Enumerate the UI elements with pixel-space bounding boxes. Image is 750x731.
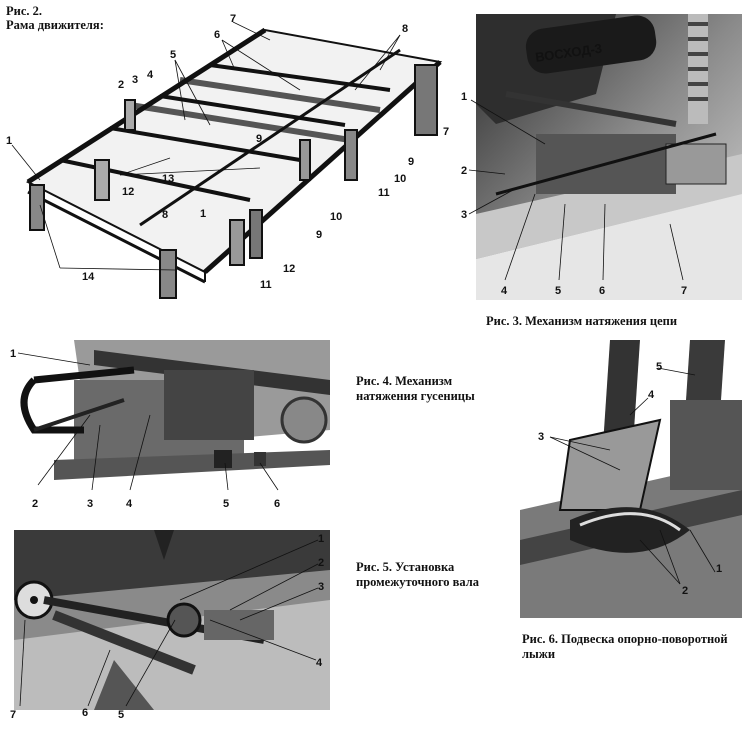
fig4-label-6: 6: [274, 498, 280, 510]
fig2-label-10: 10: [330, 211, 342, 223]
fig3-label-5: 5: [555, 285, 561, 297]
fig2-label-12b: 12: [283, 263, 295, 275]
fig2-label-13: 13: [162, 173, 174, 185]
fig5-photo: [14, 530, 330, 710]
fig2-label-14: 14: [82, 271, 95, 283]
fig6-label-3: 3: [538, 431, 544, 443]
fig2-label-8: 8: [402, 23, 408, 35]
fig3-label-1: 1: [461, 91, 467, 103]
fig4-label-2: 2: [32, 498, 38, 510]
fig4-label-3: 3: [87, 498, 93, 510]
fig2-frame-drawing: 1 2 3 4 5 6 7 8 9 10 11 12 13 14 8 1 7 9…: [6, 13, 449, 299]
fig4-caption: Рис. 4. Механизм натяжения гусеницы: [356, 374, 475, 403]
fig6-caption: Рис. 6. Подвеска опорно-поворотной лыжи: [522, 632, 728, 661]
fig2-label-9b: 9: [408, 156, 414, 168]
fig5-label-4: 4: [316, 657, 323, 669]
fig3-label-4: 4: [501, 285, 508, 297]
fig2-label-10b: 10: [394, 173, 406, 185]
fig2-label-3: 3: [132, 74, 138, 86]
fig2-label-6: 6: [214, 29, 220, 41]
fig2-label-1: 1: [6, 135, 12, 147]
fig6-label-2: 2: [682, 585, 688, 597]
fig2-label-11b: 11: [378, 187, 390, 199]
fig2-label-1b: 1: [200, 208, 206, 220]
fig2-label-2: 2: [118, 79, 124, 91]
fig2-label-5: 5: [170, 49, 176, 61]
fig2-caption-number: Рис. 2.: [6, 4, 43, 18]
fig6-label-4: 4: [648, 389, 655, 401]
fig5-label-2: 2: [318, 557, 324, 569]
fig2-label-12: 12: [122, 186, 134, 198]
fig5-caption: Рис. 5. Установка промежуточного вала: [356, 560, 480, 589]
fig6-label-5: 5: [656, 361, 662, 373]
fig2-label-8b: 8: [162, 209, 168, 221]
fig2-label-9: 9: [256, 133, 262, 145]
fig2-label-4: 4: [147, 69, 154, 81]
fig4-label-5: 5: [223, 498, 229, 510]
fig3-label-2: 2: [461, 165, 467, 177]
fig3-photo: ВОСХОД-3: [476, 14, 742, 300]
fig5-label-5: 5: [118, 709, 124, 721]
fig3-label-3: 3: [461, 209, 467, 221]
fig3-caption: Рис. 3. Механизм натяжения цепи: [486, 314, 678, 328]
fig5-label-7: 7: [10, 709, 16, 721]
fig2-label-11: 11: [260, 279, 272, 291]
fig5-label-1: 1: [318, 533, 324, 545]
fig2-label-7: 7: [230, 13, 236, 25]
fig4-labels: 1 2 3 4 5 6: [10, 348, 280, 510]
fig3-label-6: 6: [599, 285, 605, 297]
fig2-caption-title: Рама движителя:: [6, 18, 104, 32]
fig4-label-1: 1: [10, 348, 16, 360]
fig2-label-7b: 7: [443, 126, 449, 138]
fig3-label-7: 7: [681, 285, 687, 297]
fig4-photo: [14, 340, 330, 490]
fig6-label-1: 1: [716, 563, 722, 575]
fig5-labels: 1 2 3 4 5 6 7: [10, 533, 324, 721]
fig4-label-4: 4: [126, 498, 133, 510]
fig5-label-3: 3: [318, 581, 324, 593]
fig2-label-9c: 9: [316, 229, 322, 241]
fig5-label-6: 6: [82, 707, 88, 719]
fig6-labels: 5 4 3 2 1: [538, 361, 722, 597]
fig3-labels: 1 2 3 4 5 6 7: [461, 91, 687, 297]
